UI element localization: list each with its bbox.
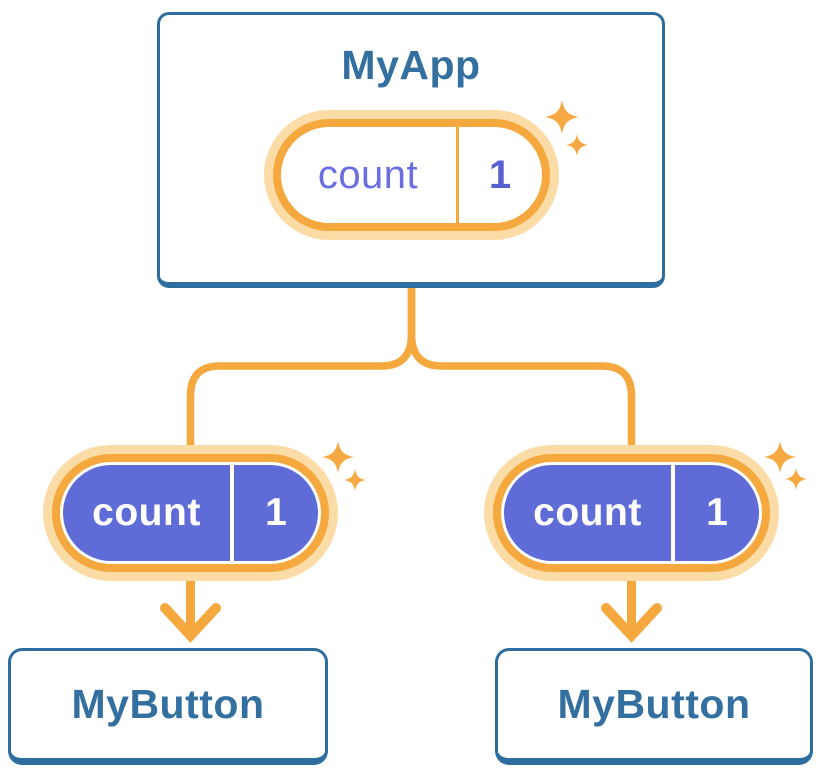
component-name-mybutton: MyButton (71, 681, 265, 727)
state-name-label: count (533, 491, 642, 534)
state-value: 1 (488, 152, 512, 197)
branch-line-left (186, 283, 416, 468)
pill-divider (230, 465, 234, 561)
component-card-myapp: MyApp count 1 (157, 12, 665, 288)
component-name-mybutton: MyButton (557, 681, 751, 727)
state-pill-myapp: count 1 (272, 119, 550, 231)
state-pill-child-left: count 1 (52, 454, 329, 572)
state-value: 1 (706, 491, 728, 534)
arrow-down-left-icon (160, 575, 221, 643)
state-name-label: count (92, 491, 201, 534)
branch-line-right (407, 283, 636, 468)
state-value: 1 (265, 491, 287, 534)
state-pill-child-right: count 1 (493, 454, 770, 572)
pill-divider (455, 127, 459, 223)
component-name-myapp: MyApp (341, 42, 481, 88)
component-card-mybutton-right: MyButton (495, 648, 813, 765)
pill-divider (671, 465, 675, 561)
arrow-down-right-icon (601, 575, 662, 643)
sparkle-icon (322, 441, 366, 491)
component-card-mybutton-left: MyButton (8, 648, 328, 765)
state-name-label: count (317, 152, 419, 197)
sparkle-icon (764, 441, 807, 490)
